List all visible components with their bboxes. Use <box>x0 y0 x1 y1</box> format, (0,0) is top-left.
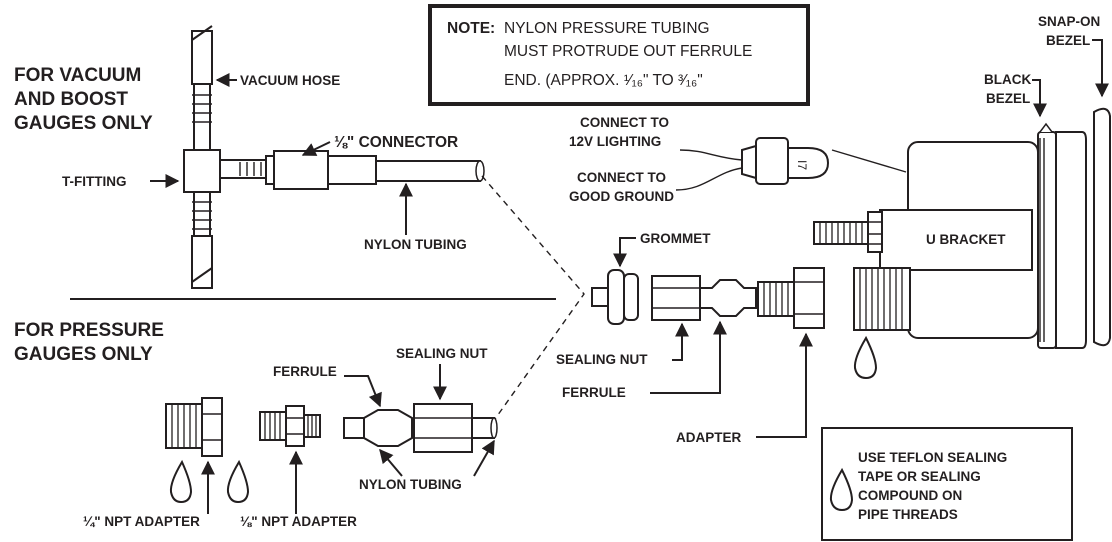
ground-wire <box>675 167 743 191</box>
note-line-3: END. (APPROX. ¹⁄₁₆" TO ³⁄₁₆" <box>504 72 703 89</box>
ferrule-left <box>343 409 413 447</box>
nylon-tubing-bottom-arrow-left <box>379 448 403 477</box>
ferrule-right <box>699 279 757 317</box>
pressure-title-line-1: FOR PRESSURE <box>14 320 164 341</box>
sealant-drop-icon <box>829 467 854 512</box>
u-bracket-label: U BRACKET <box>926 232 1006 247</box>
sealing-nut-left <box>413 403 473 453</box>
nylon-tubing-top <box>375 160 485 182</box>
dashed-guide-lines <box>481 175 585 427</box>
vacuum-title-line-1: FOR VACUUM <box>14 65 141 86</box>
sealant-drop-icon <box>226 459 250 504</box>
ferrule-right-label: FERRULE <box>562 385 626 400</box>
npt-eighth-label: ⅛" NPT ADAPTER <box>240 514 357 529</box>
vacuum-hose-label: VACUUM HOSE <box>240 73 340 88</box>
snap-on-bezel-line-1: SNAP-ON <box>1038 14 1100 29</box>
sealing-nut-right-label: SEALING NUT <box>556 352 648 367</box>
npt-quarter-label: ¼" NPT ADAPTER <box>83 514 200 529</box>
grommet-arrow <box>613 237 636 268</box>
nylon-tubing-left <box>471 417 498 439</box>
svg-text:I7: I7 <box>795 160 809 170</box>
pressure-section-title: FOR PRESSURE GAUGES ONLY <box>14 320 164 365</box>
bulb-leader-line <box>831 149 907 173</box>
connector-arrow <box>301 141 331 156</box>
sealant-drop-icon <box>853 335 878 380</box>
adapter <box>757 267 825 329</box>
snap-on-bezel <box>1093 107 1111 347</box>
grommet-label: GROMMET <box>640 231 711 246</box>
connect-lighting-line-1: CONNECT TO <box>580 115 669 130</box>
teflon-line-2: TAPE OR SEALING <box>858 469 981 484</box>
black-bezel-line-1: BLACK <box>984 72 1031 87</box>
black-bezel-arrow <box>1032 79 1047 118</box>
teflon-note-box: USE TEFLON SEALING TAPE OR SEALING COMPO… <box>821 427 1073 541</box>
bulb-socket: I7 <box>741 137 830 185</box>
adapter-label: ADAPTER <box>676 430 742 445</box>
connect-lighting-line-2: 12V LIGHTING <box>569 134 661 149</box>
nylon-tubing-top-label: NYLON TUBING <box>364 237 467 252</box>
snap-on-bezel-line-2: BEZEL <box>1046 33 1090 48</box>
lighting-wire <box>679 149 743 161</box>
eighth-npt-adapter <box>259 405 321 447</box>
vacuum-hose-lower <box>191 235 213 289</box>
note-line-2: MUST PROTRUDE OUT FERRULE <box>504 43 752 60</box>
vacuum-title-line-2: AND BOOST <box>14 89 128 110</box>
vacuum-hose-upper <box>191 25 213 85</box>
grommet <box>607 269 639 325</box>
nylon-tubing-bottom-arrow-right <box>473 439 495 477</box>
connector-label: ⅛" CONNECTOR <box>334 134 458 151</box>
connect-ground-line-2: GOOD GROUND <box>569 189 674 204</box>
note-label: NOTE: <box>447 20 495 37</box>
teflon-line-4: PIPE THREADS <box>858 507 958 522</box>
t-fitting <box>183 83 269 253</box>
connect-ground-line-1: CONNECT TO <box>577 170 666 185</box>
vacuum-section-title: FOR VACUUM AND BOOST GAUGES ONLY <box>14 65 153 134</box>
connector-eighth <box>239 150 377 190</box>
ferrule-left-label: FERRULE <box>273 364 337 379</box>
pressure-title-line-2: GAUGES ONLY <box>14 344 153 365</box>
teflon-line-3: COMPOUND ON <box>858 488 962 503</box>
sealing-nut-right <box>651 275 701 321</box>
vacuum-title-line-3: GAUGES ONLY <box>14 113 153 134</box>
sealant-drop-icon <box>169 459 193 504</box>
sealing-nut-left-label: SEALING NUT <box>396 346 488 361</box>
sealing-nut-right-arrow <box>672 322 689 361</box>
gauge-body <box>813 122 1087 349</box>
note-line-1: NYLON PRESSURE TUBING <box>504 20 710 37</box>
ferrule-right-arrow <box>650 320 727 394</box>
ferrule-left-arrow <box>344 375 382 408</box>
adapter-arrow <box>756 332 813 438</box>
teflon-line-1: USE TEFLON SEALING <box>858 450 1007 465</box>
nylon-tubing-bottom-label: NYLON TUBING <box>359 477 462 492</box>
black-bezel-line-2: BEZEL <box>986 91 1030 106</box>
t-fitting-label: T-FITTING <box>62 174 127 189</box>
snap-on-bezel-arrow <box>1092 39 1109 98</box>
quarter-npt-adapter <box>165 397 223 457</box>
note-box: NOTE: NYLON PRESSURE TUBING MUST PROTRUD… <box>428 4 810 106</box>
